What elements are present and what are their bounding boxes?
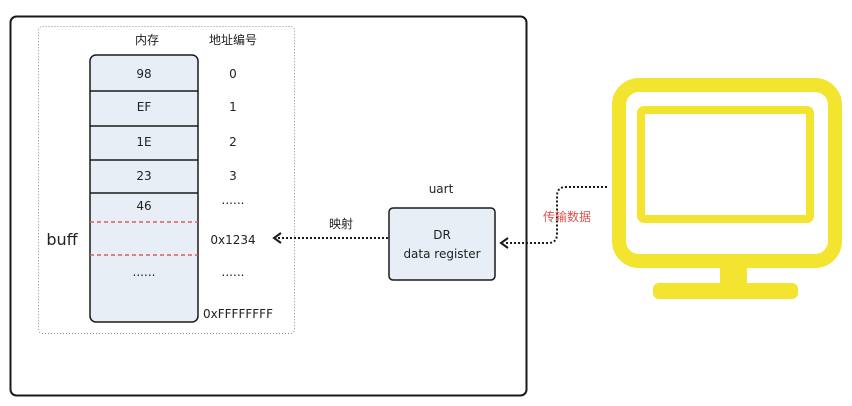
memory-region-outline: [38, 26, 295, 334]
buff-label: buff: [46, 230, 78, 249]
address-value: 3: [229, 169, 237, 183]
monitor-base: [653, 283, 798, 299]
memory-cell-value: EF: [136, 100, 152, 114]
address-header: 地址编号: [208, 33, 258, 47]
memory-cell-value: 1E: [136, 135, 152, 149]
transfer-label: 传输数据: [542, 210, 592, 224]
memory-cell-value: 46: [136, 199, 152, 213]
monitor-bezel: [612, 78, 842, 268]
address-ellipsis: ......: [221, 193, 245, 207]
register-description: data register: [403, 247, 481, 261]
mapping-label: 映射: [328, 217, 354, 231]
system-frame: [9, 15, 528, 397]
register-name: DR: [433, 228, 451, 242]
transfer-arrowhead: [499, 237, 509, 249]
address-ellipsis: ......: [221, 265, 245, 279]
monitor-neck: [720, 266, 747, 284]
monitor-screen: [637, 106, 814, 223]
register-box: [388, 207, 496, 281]
memory-header: 内存: [134, 33, 160, 47]
address-value: 1: [229, 100, 237, 114]
address-value: 2: [229, 135, 237, 149]
memory-cell-value: 98: [136, 67, 152, 81]
uart-label: uart: [428, 182, 454, 196]
memory-cell-value: 23: [136, 169, 152, 183]
monitor-icon: [612, 78, 842, 299]
transfer-arrow-line: [505, 186, 607, 244]
mapping-arrowhead: [272, 232, 282, 244]
buff-address: 0x1234: [210, 233, 256, 247]
max-address: 0xFFFFFFFF: [203, 307, 273, 321]
memory-cell-ellipsis: ......: [132, 265, 156, 279]
memory-column: [89, 54, 199, 323]
address-value: 0: [229, 67, 237, 81]
